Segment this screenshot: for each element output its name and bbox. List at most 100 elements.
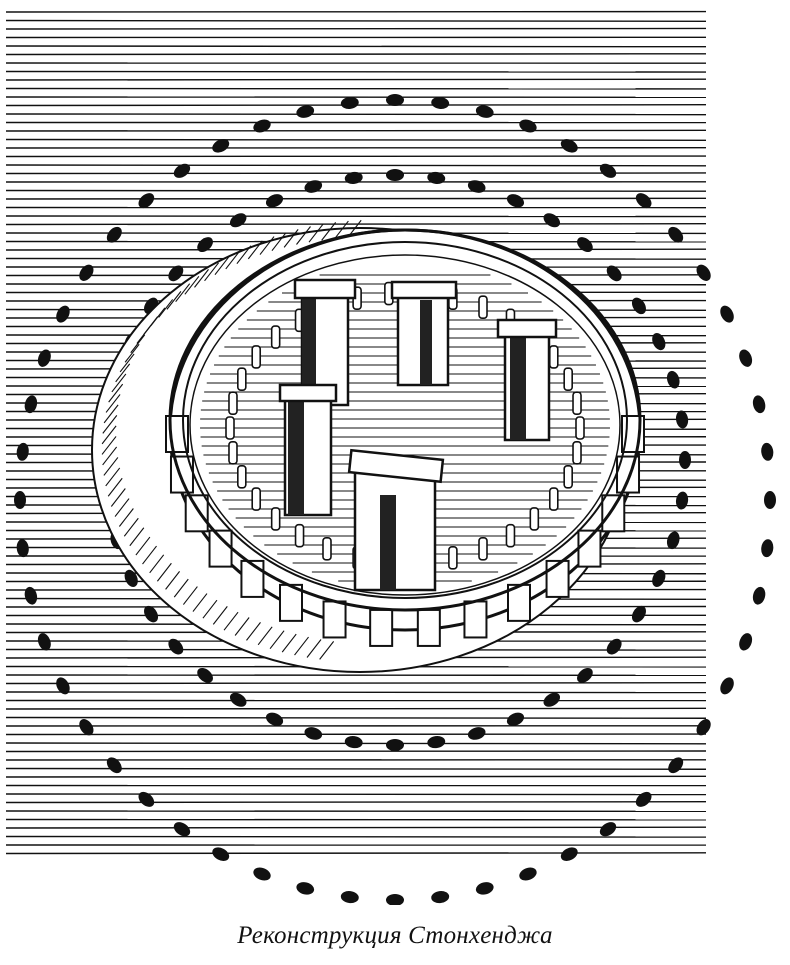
hatch-line <box>6 852 706 855</box>
post-hole <box>666 531 680 550</box>
figure-caption: Реконструкция Стонхенджа <box>237 922 553 949</box>
bluestone <box>251 487 262 511</box>
post-hole <box>675 410 689 429</box>
hatch-line <box>6 801 706 804</box>
post-hole <box>37 633 51 651</box>
post-hole <box>739 349 753 367</box>
post-hole <box>24 395 38 414</box>
sarsen-upright <box>601 494 626 533</box>
post-hole <box>467 727 486 740</box>
hatch-line <box>6 716 706 719</box>
post-hole <box>506 712 525 726</box>
post-hole <box>79 264 94 281</box>
shadow-stroke <box>123 517 139 537</box>
shadow-stroke <box>156 562 172 582</box>
post-hole <box>16 442 29 461</box>
hatch-line <box>6 767 706 770</box>
sarsen-upright <box>463 600 488 639</box>
hatch-line <box>6 826 706 829</box>
post-hole <box>124 569 138 587</box>
hatch-line <box>6 78 706 81</box>
post-hole <box>386 169 404 181</box>
post-hole <box>606 638 622 655</box>
post-hole <box>652 569 666 587</box>
post-hole <box>635 193 652 209</box>
post-hole <box>138 791 155 807</box>
post-hole <box>599 163 617 178</box>
post-hole <box>519 867 537 881</box>
shadow-stroke <box>115 363 131 383</box>
sarsen-upright <box>322 600 347 639</box>
hatch-line <box>6 53 706 56</box>
shadow-stroke <box>269 630 285 650</box>
post-hole <box>606 265 622 282</box>
post-hole <box>577 667 593 683</box>
shadow-stroke <box>142 545 157 565</box>
post-hole <box>427 171 446 184</box>
shadow-stroke <box>234 617 250 636</box>
post-hole <box>752 586 766 605</box>
shadow-stroke <box>225 250 241 270</box>
bluestone <box>572 391 582 415</box>
shadow-stroke <box>173 578 189 598</box>
shadow-stroke <box>175 283 191 303</box>
post-hole <box>599 822 617 837</box>
post-hole <box>467 180 486 193</box>
post-hole <box>696 264 711 281</box>
bluestone <box>478 295 488 319</box>
shadow-stroke <box>105 467 121 487</box>
shadow-stroke <box>319 641 335 660</box>
shadow-stroke <box>150 307 166 327</box>
bluestone <box>448 546 458 570</box>
shadow-stroke <box>118 508 134 527</box>
shadow-stroke <box>194 269 209 288</box>
post-hole <box>519 119 537 133</box>
shadow-stroke <box>257 626 273 646</box>
post-hole <box>506 194 525 208</box>
trilithon-front-left <box>278 383 338 517</box>
post-hole <box>229 692 247 707</box>
post-hole <box>168 638 184 655</box>
hatch-line <box>6 793 706 796</box>
shadow-stroke <box>202 599 218 619</box>
bluestone <box>572 441 582 465</box>
shadow-stroke <box>101 425 117 445</box>
shadow-stroke <box>296 226 311 245</box>
post-hole <box>304 727 323 740</box>
post-hole <box>652 333 666 351</box>
bluestone <box>563 464 573 489</box>
shadow-stroke <box>102 446 118 466</box>
sarsen-upright <box>184 494 209 533</box>
post-hole <box>265 712 284 726</box>
shadow-stroke <box>308 223 324 243</box>
post-hole <box>144 605 159 623</box>
shadow-stroke <box>114 498 130 517</box>
shadow-stroke <box>246 622 261 641</box>
post-hole <box>427 736 446 749</box>
post-hole <box>229 213 247 228</box>
post-hole <box>475 105 494 118</box>
shadow-stroke <box>333 220 349 240</box>
shadow-stroke <box>158 299 174 318</box>
post-hole <box>173 163 191 178</box>
bluestone <box>237 464 247 489</box>
bluestone <box>228 391 238 415</box>
shadow-stroke <box>306 639 322 658</box>
post-hole <box>16 539 29 558</box>
hatch-line <box>6 215 706 218</box>
post-hole <box>543 213 561 228</box>
hatch-line <box>6 70 706 73</box>
bluestone <box>228 441 238 465</box>
post-hole <box>761 539 774 558</box>
post-hole <box>340 96 359 109</box>
hatch-line <box>6 113 706 116</box>
post-hole <box>56 305 70 323</box>
stone-monument <box>91 219 645 673</box>
shadow-stroke <box>101 436 117 455</box>
stonehenge-reconstruction-drawing <box>6 10 776 905</box>
post-hole <box>173 822 191 837</box>
shadow-stroke <box>236 245 252 265</box>
bluestone <box>294 523 305 548</box>
post-hole <box>720 677 734 695</box>
post-hole <box>265 194 284 208</box>
